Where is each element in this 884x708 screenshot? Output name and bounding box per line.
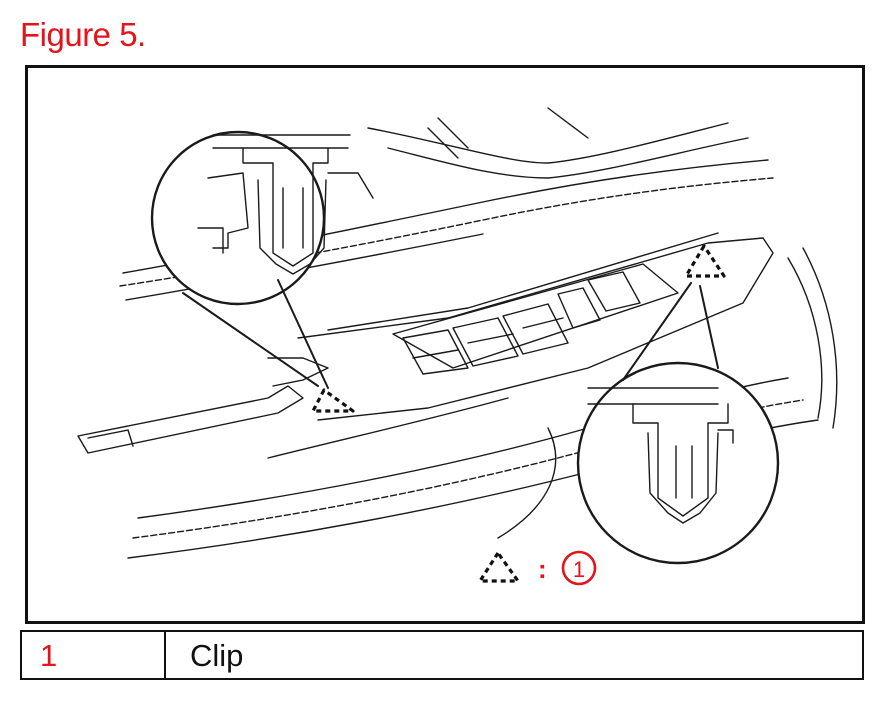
clip-marker-right-icon [684, 244, 726, 278]
legend-number: 1 [22, 632, 166, 678]
key-clip-symbol-icon [478, 551, 520, 583]
door-trim-illustration: : 1 [77, 107, 838, 586]
clip-marker-left-icon [311, 388, 355, 413]
key-number-circle-icon [561, 550, 597, 586]
figure-title: Figure 5. [20, 16, 146, 53]
key-number: 1 [573, 557, 585, 582]
key-separator: : [538, 554, 547, 584]
legend-table: 1 Clip [20, 630, 864, 680]
illustration-frame: : 1 [25, 65, 865, 624]
legend-name: Clip [190, 638, 244, 673]
